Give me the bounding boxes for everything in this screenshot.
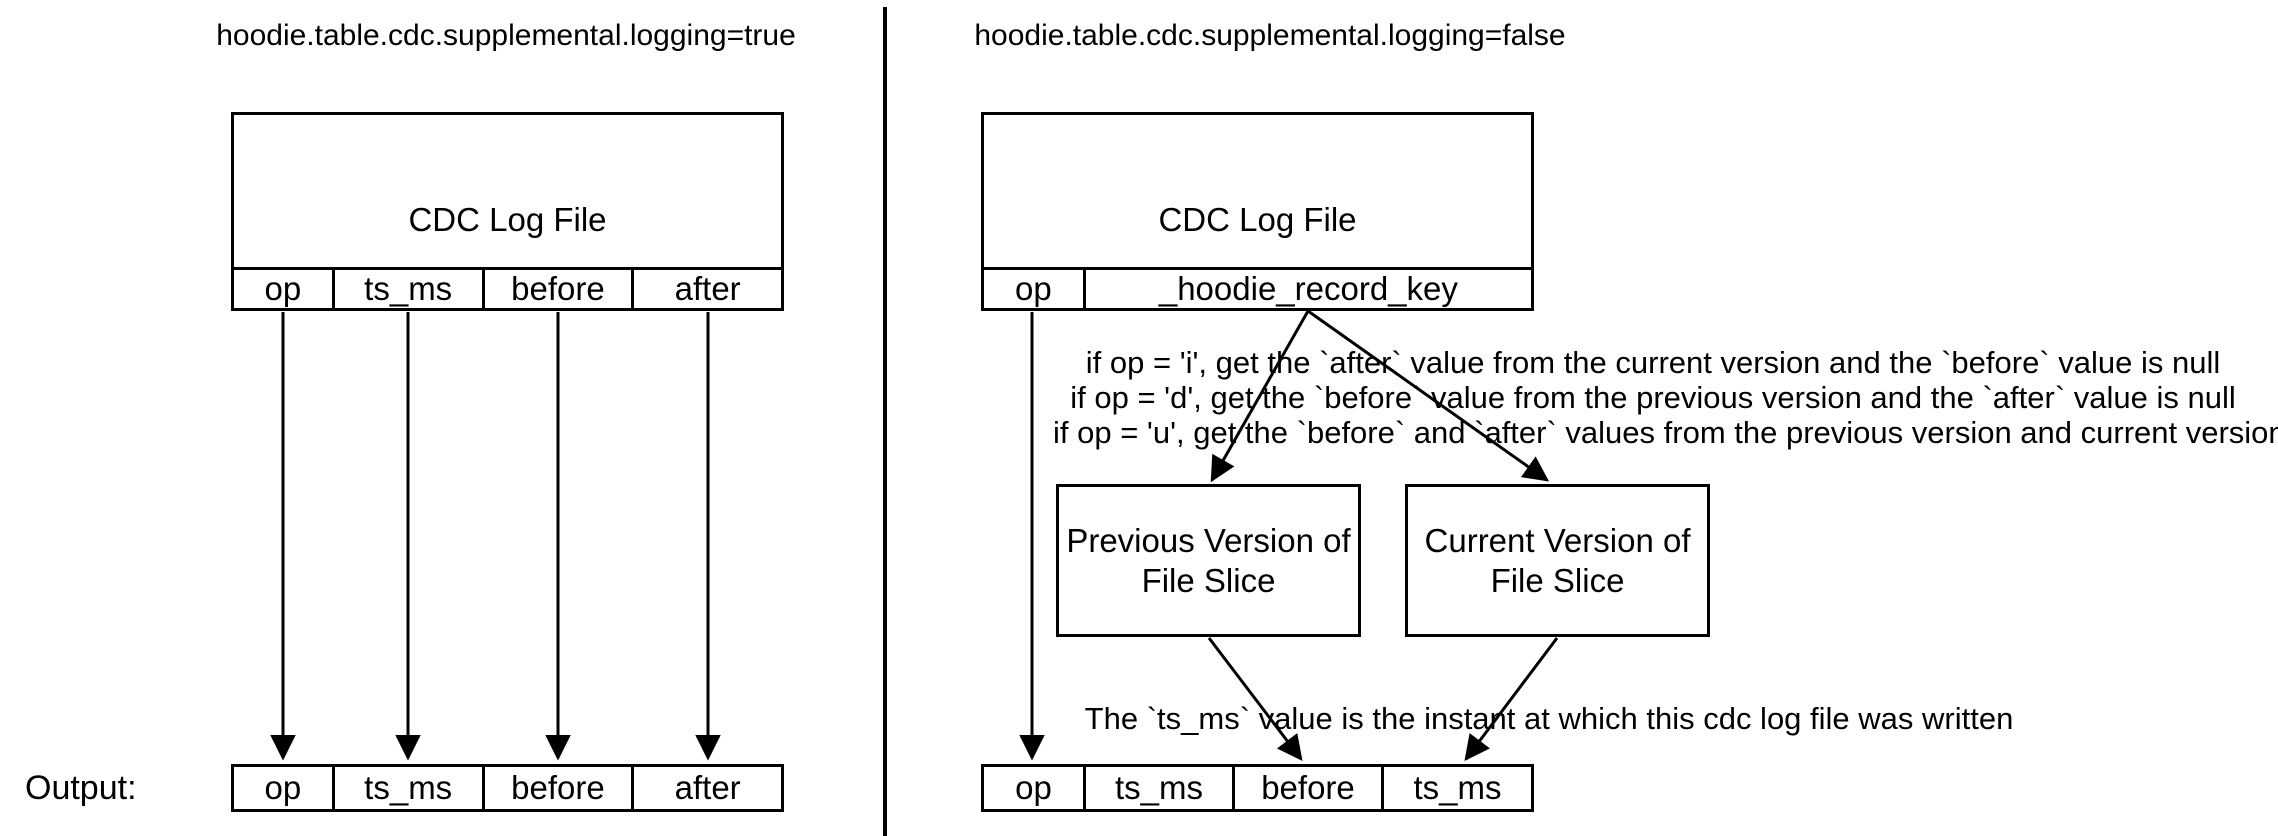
left-log-columns-row: op ts_ms before after [234, 270, 781, 308]
right-cdc-log-file-label: CDC Log File [984, 115, 1531, 270]
right-output-cell-ts-ms: ts_ms [1082, 767, 1232, 809]
output-label: Output: [25, 769, 137, 807]
left-output-cell-op: op [264, 769, 302, 806]
right-panel-title: hoodie.table.cdc.supplemental.logging=fa… [974, 19, 1566, 52]
op-rule-update: if op = 'u', get the `before` and `after… [1053, 415, 2278, 450]
left-log-column-op: op [264, 270, 302, 307]
right-output-row: op ts_ms before ts_ms [981, 764, 1534, 812]
previous-version-file-slice-line1: Previous Version of [1066, 521, 1351, 559]
right-log-column-hoodie-record-key: _hoodie_record_key [1082, 270, 1531, 308]
right-log-column-op: op [1015, 270, 1052, 307]
op-rule-insert: if op = 'i', get the `after` value from … [1085, 345, 2221, 380]
right-output-cell-ts-ms-2: ts_ms [1381, 767, 1531, 809]
op-rules-text: if op = 'i', get the `after` value from … [1053, 345, 2278, 450]
left-cdc-log-file-label: CDC Log File [234, 115, 781, 270]
right-cdc-log-file-box: CDC Log File op _hoodie_record_key [981, 112, 1534, 311]
op-rule-delete: if op = 'd', get the `before` value from… [1070, 380, 2236, 415]
left-output-row: op ts_ms before after [231, 764, 784, 812]
current-version-file-slice-line2: File Slice [1490, 561, 1625, 599]
arrow-current-version-to-ts-ms [1464, 637, 1559, 762]
right-output-cell-before: before [1231, 767, 1381, 809]
panel-divider-line [883, 7, 887, 836]
left-panel-title: hoodie.table.cdc.supplemental.logging=tr… [216, 19, 796, 52]
left-output-cell-ts-ms: ts_ms [331, 767, 482, 809]
right-log-columns-row: op _hoodie_record_key [984, 270, 1531, 308]
left-log-column-before: before [481, 270, 632, 308]
current-version-file-slice-line1: Current Version of [1424, 521, 1691, 559]
left-output-cell-after: after [631, 767, 781, 809]
right-output-cell-op: op [1015, 769, 1052, 806]
arrow-previous-version-to-before [1207, 637, 1303, 762]
left-cdc-log-file-box: CDC Log File op ts_ms before after [231, 112, 784, 311]
previous-version-file-slice-box: Previous Version of File Slice [1056, 484, 1361, 637]
left-log-column-after: after [631, 270, 781, 308]
current-version-file-slice-box: Current Version of File Slice [1405, 484, 1710, 637]
ts-ms-note-text: The `ts_ms` value is the instant at whic… [1084, 701, 2014, 736]
previous-version-file-slice-line2: File Slice [1141, 561, 1276, 599]
left-output-cell-before: before [481, 767, 632, 809]
left-log-column-ts-ms: ts_ms [331, 270, 482, 308]
